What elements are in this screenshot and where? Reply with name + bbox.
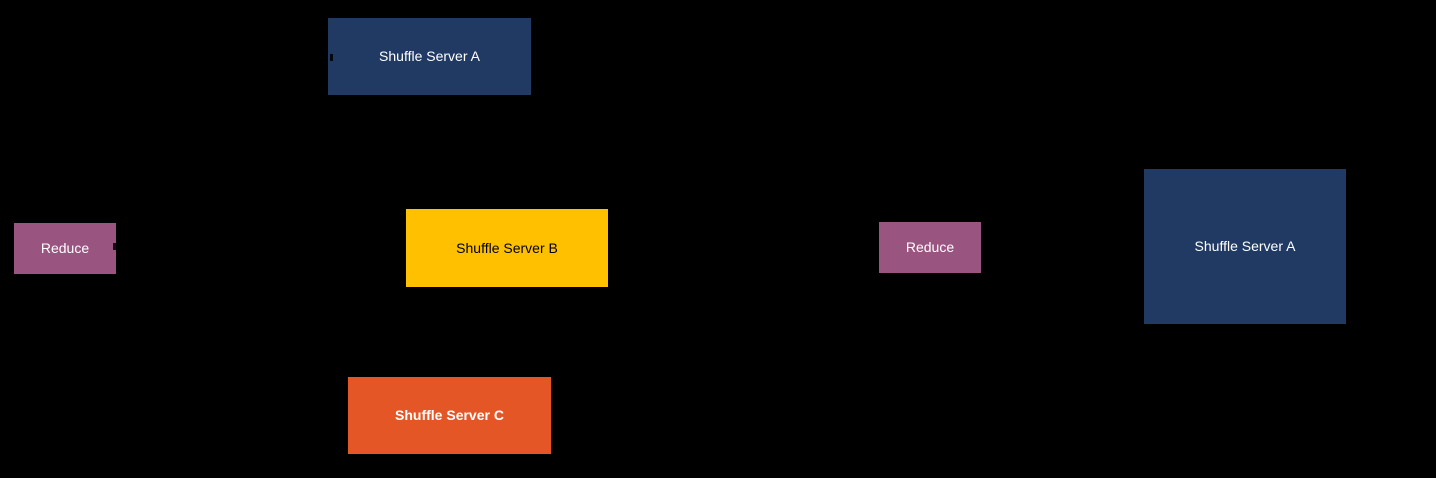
node-reduce-left[interactable]: Reduce <box>14 223 116 274</box>
node-shuffle-server-a-right[interactable]: Shuffle Server A <box>1144 169 1346 324</box>
node-shuffle-server-c[interactable]: Shuffle Server C <box>348 377 551 454</box>
connector-mark-reduce-left <box>113 243 116 250</box>
node-label-reduce-right: Reduce <box>905 239 955 256</box>
connector-mark-shuffle-server-a-top <box>330 54 333 61</box>
node-label-shuffle-server-a-top: Shuffle Server A <box>379 48 480 65</box>
node-shuffle-server-a-top[interactable]: Shuffle Server A <box>328 18 531 95</box>
node-label-shuffle-server-a-right: Shuffle Server A <box>1194 238 1296 255</box>
connector-mark-shuffle-server-c <box>345 411 348 418</box>
node-shuffle-server-b[interactable]: Shuffle Server B <box>406 209 608 287</box>
node-reduce-right[interactable]: Reduce <box>879 222 981 273</box>
node-label-reduce-left: Reduce <box>40 240 90 257</box>
node-label-shuffle-server-b: Shuffle Server B <box>456 239 558 256</box>
node-label-shuffle-server-c: Shuffle Server C <box>395 407 504 424</box>
connector-mark-shuffle-server-b <box>402 244 405 251</box>
